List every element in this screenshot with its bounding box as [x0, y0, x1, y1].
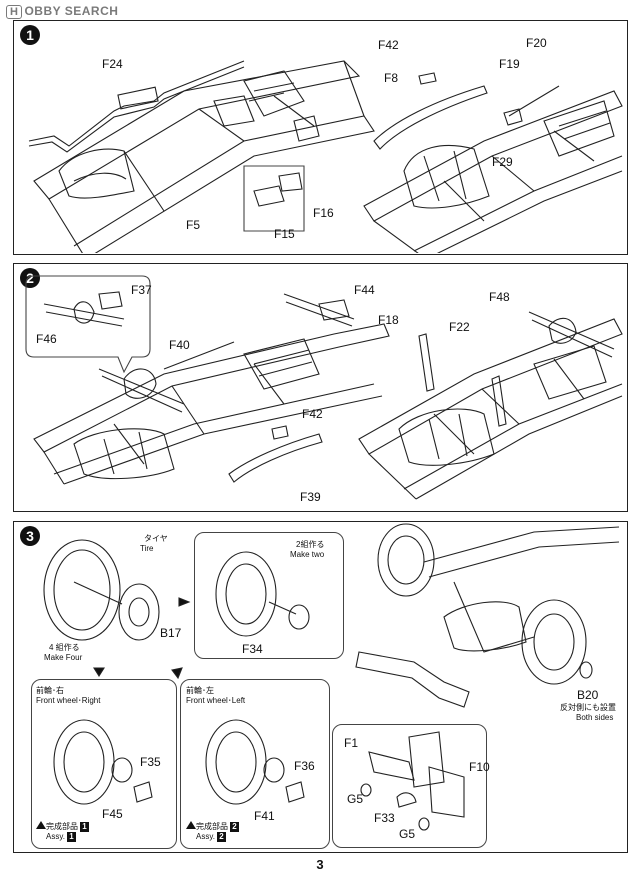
part-label-f34: F34 [242, 642, 263, 656]
assy-number: 1 [80, 822, 89, 832]
part-label-f18: F18 [378, 313, 399, 327]
front-right-en: Front wheel･Right [36, 696, 101, 705]
watermark-logo: H [6, 5, 23, 19]
step-3-drawing [43, 523, 620, 831]
part-label-g5-left: G5 [347, 792, 364, 806]
make-two-box [194, 532, 344, 659]
assy-jp: 完成部品 [196, 822, 228, 831]
front-wheel-left-box [180, 679, 330, 849]
tire-label-en: Tire [140, 544, 154, 553]
part-label-f48: F48 [489, 290, 510, 304]
assy-number: 2 [230, 822, 239, 832]
tire-label-jp: タイヤ [144, 534, 168, 543]
part-label-f24: F24 [102, 57, 123, 71]
part-label-f15: F15 [274, 227, 295, 241]
part-label-f33: F33 [374, 811, 395, 825]
watermark-text: OBBY SEARCH [24, 4, 119, 18]
assy-jp: 完成部品 [46, 822, 78, 831]
part-label-g5-right: G5 [399, 827, 416, 841]
make-two-en: Make two [290, 550, 325, 559]
assy-number: 1 [67, 832, 76, 842]
step-number: 2 [20, 268, 40, 288]
front-left-jp: 前輪･左 [186, 686, 214, 695]
step-2-drawing [25, 275, 623, 500]
part-label-f46: F46 [36, 332, 57, 346]
step-3-panel: 3 [13, 521, 628, 853]
part-label-f39: F39 [300, 490, 321, 504]
both-sides-jp: 反対側にも設置 [560, 703, 616, 712]
step-1-drawing [28, 60, 623, 253]
assy-2-note: 完成部品 2 Assy. 2 [196, 822, 239, 842]
part-label-f1: F1 [344, 736, 359, 750]
part-label-f36: F36 [294, 759, 315, 773]
part-label-f44: F44 [354, 283, 375, 297]
part-label-f20: F20 [526, 36, 547, 50]
part-label-f37: F37 [131, 283, 152, 297]
make-four-jp: 4 組作る [49, 643, 80, 652]
part-label-f10: F10 [469, 760, 490, 774]
make-two-jp: 2組作る [296, 540, 325, 549]
front-left-en: Front wheel･Left [186, 696, 246, 705]
assy-arrow-icon [36, 821, 46, 829]
assy-en: Assy. [196, 832, 215, 841]
part-label-f22: F22 [449, 320, 470, 334]
front-right-jp: 前輪･右 [36, 686, 64, 695]
step-number: 3 [20, 526, 40, 546]
part-label-f16: F16 [313, 206, 334, 220]
step-number: 1 [20, 25, 40, 45]
part-label-f19: F19 [499, 57, 520, 71]
assy-1-note: 完成部品 1 Assy. 1 [46, 822, 89, 842]
part-label-f41: F41 [254, 809, 275, 823]
step-2-panel: 2 [13, 263, 628, 512]
both-sides-en: Both sides [576, 713, 614, 722]
assy-arrow-icon [186, 821, 196, 829]
part-label-b20: B20 [577, 688, 599, 702]
part-label-b17: B17 [160, 626, 182, 640]
assy-en: Assy. [46, 832, 65, 841]
part-label-f29: F29 [492, 155, 513, 169]
step-1-panel: 1 [13, 20, 628, 255]
part-label-f35: F35 [140, 755, 161, 769]
part-label-f42: F42 [378, 38, 399, 52]
part-label-f45: F45 [102, 807, 123, 821]
make-four-en: Make Four [44, 653, 83, 662]
part-label-f5: F5 [186, 218, 201, 232]
page-number: 3 [316, 857, 324, 872]
part-label-f40: F40 [169, 338, 190, 352]
assy-number: 2 [217, 832, 226, 842]
part-label-f8: F8 [384, 71, 399, 85]
part-label-f42: F42 [302, 407, 323, 421]
